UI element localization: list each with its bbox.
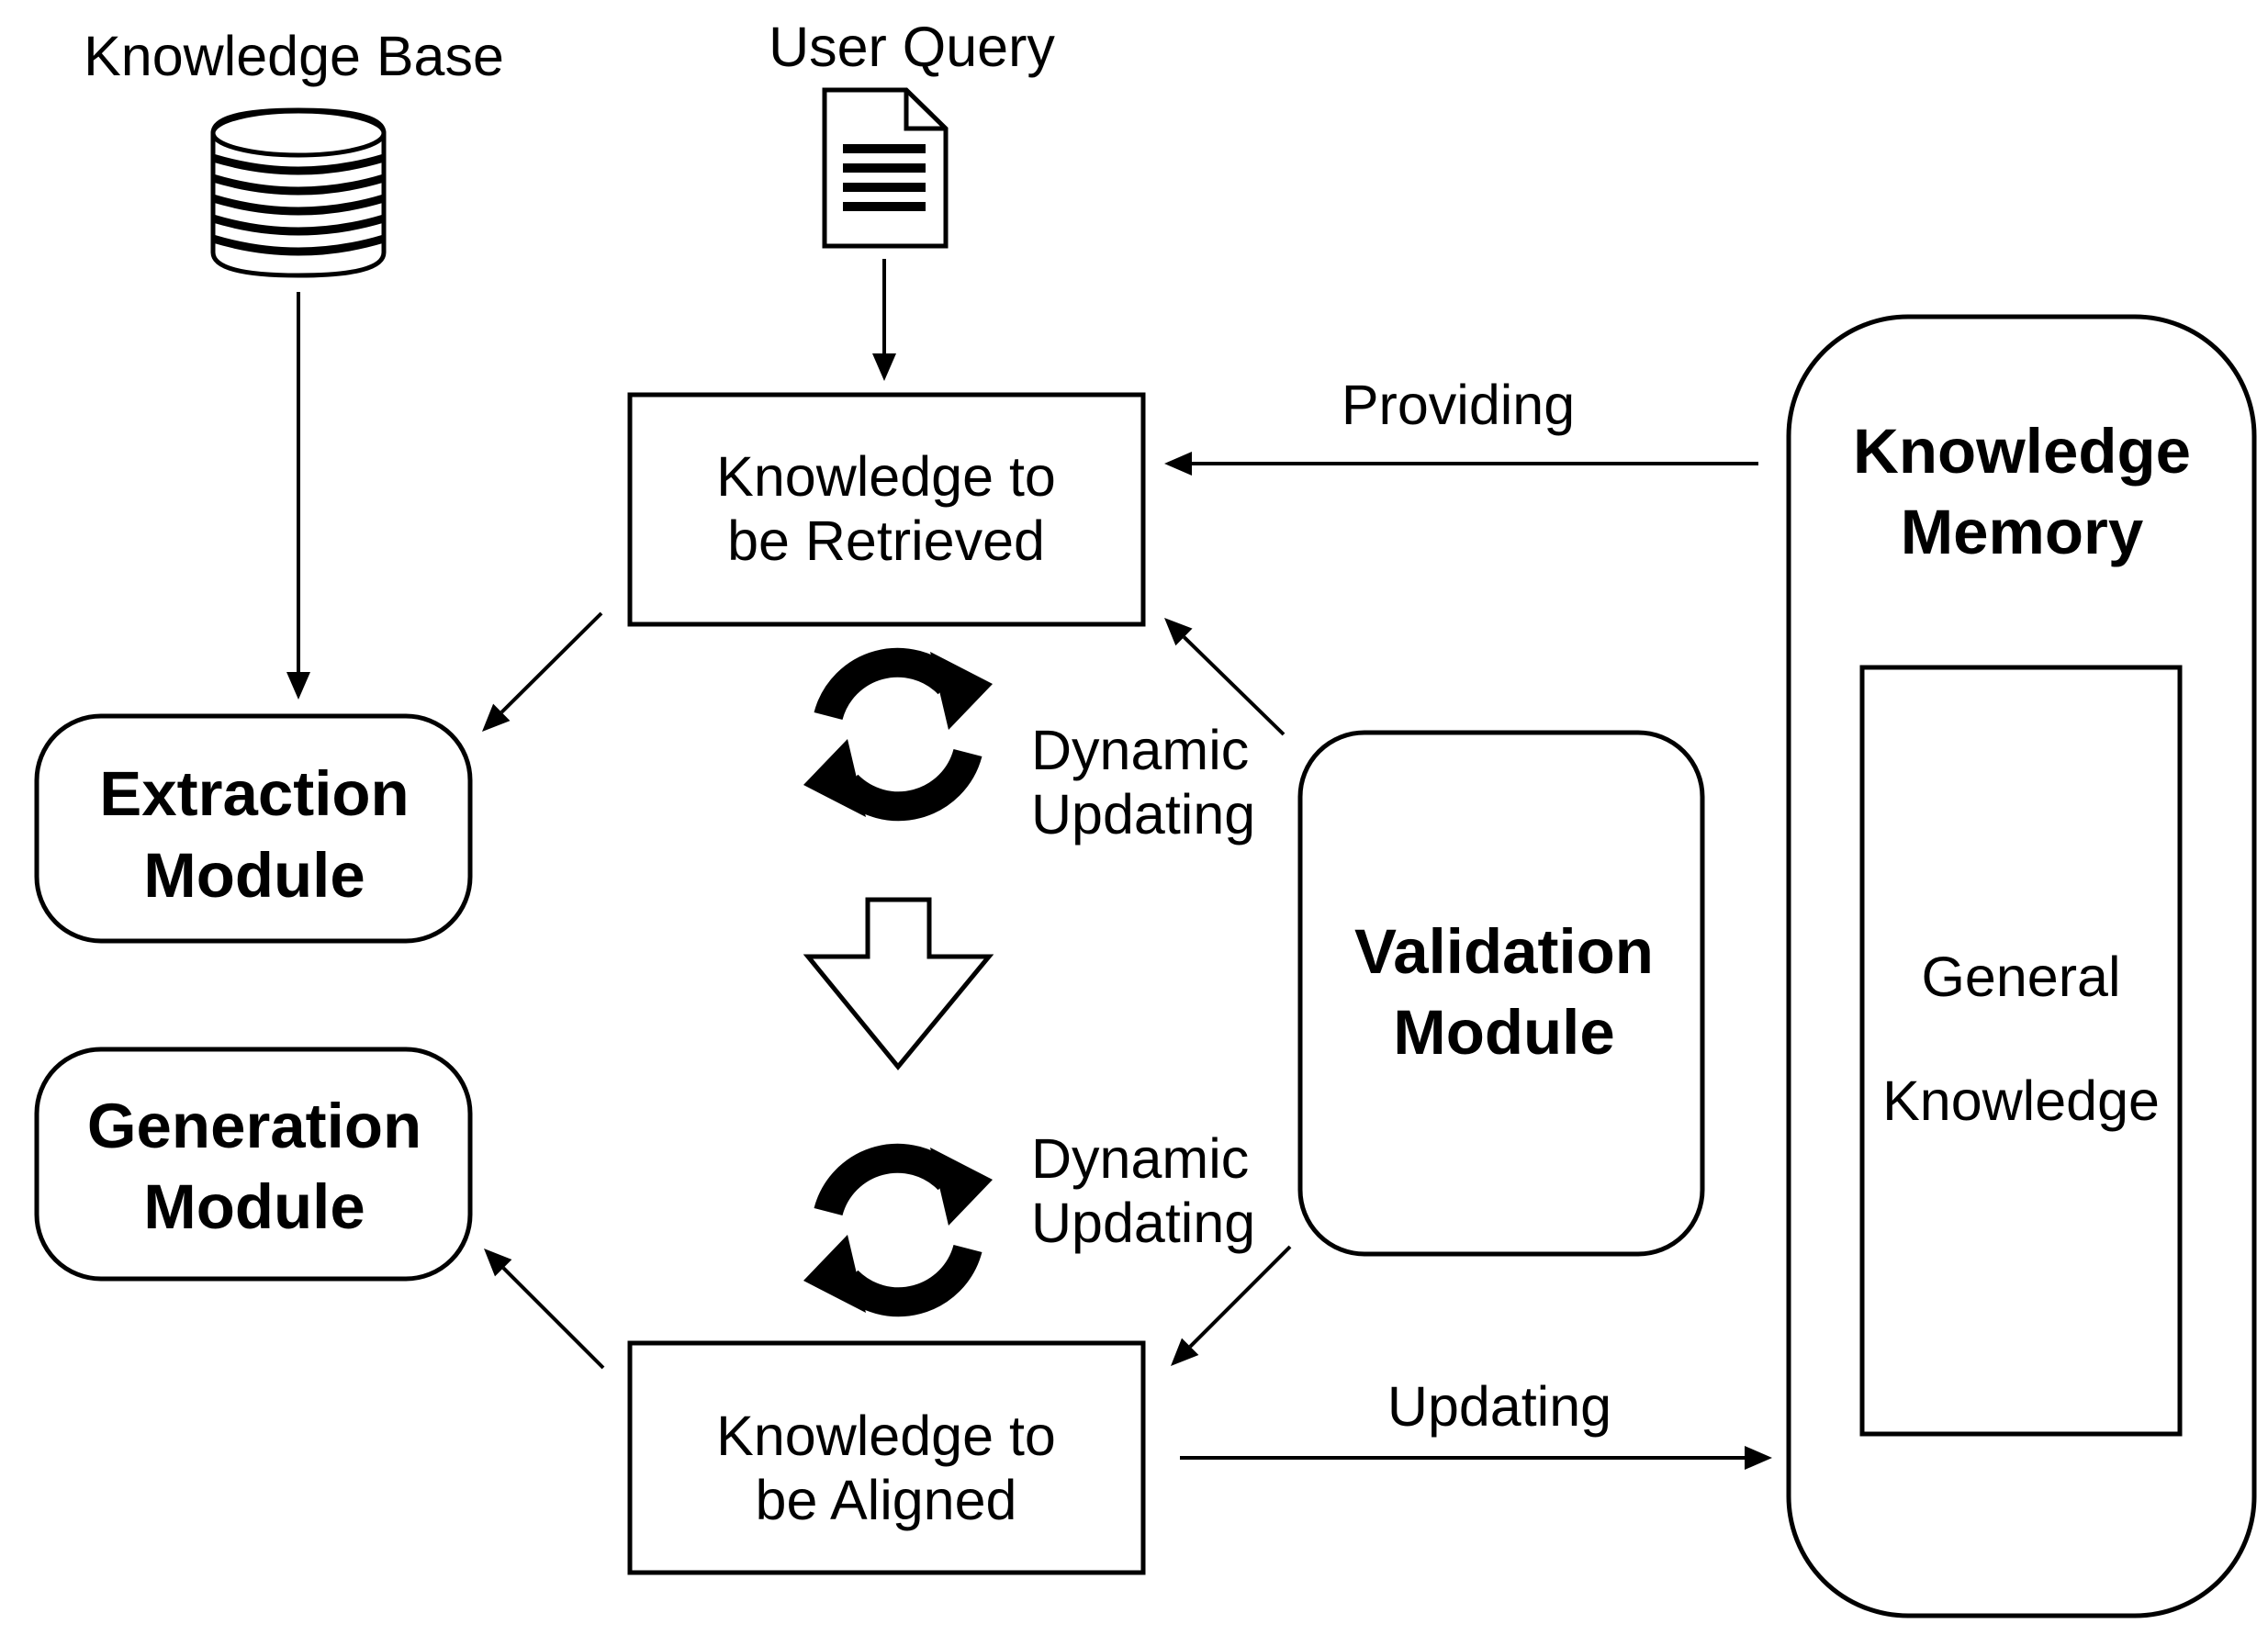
- aligned-to-generation-arrow: [484, 1249, 605, 1370]
- database-icon: [210, 107, 387, 278]
- memory-providing-arrow-head: [1164, 452, 1192, 476]
- validation-module-line-2: Module: [1393, 997, 1614, 1068]
- validation-to-retrieved-arrow-shaft: [1183, 635, 1286, 736]
- validation-to-retrieved-arrow-head: [1164, 618, 1193, 646]
- knowledge-memory: Knowledge Memory General Knowledge: [1786, 314, 2257, 1618]
- query-to-retrieved-arrow: [872, 259, 896, 381]
- dynamic-updating-bottom-line-1: Dynamic: [1031, 1127, 1249, 1190]
- retrieved-to-extraction-arrow: [482, 611, 603, 732]
- query-to-retrieved-arrow-head: [872, 353, 896, 381]
- generation-module: Generation Module: [34, 1047, 473, 1282]
- connectors: [286, 259, 1772, 1470]
- providing-label: Providing: [1342, 374, 1575, 436]
- kb-to-extraction-arrow: [286, 292, 310, 700]
- user-query-label: User Query: [769, 16, 1055, 78]
- retrieved-to-extraction-arrow-head: [482, 703, 511, 732]
- refresh-cycle-icon: [803, 1143, 993, 1317]
- updating-label: Updating: [1387, 1375, 1611, 1438]
- knowledge-base-label: Knowledge Base: [84, 25, 504, 87]
- kb-to-extraction-arrow-head: [286, 672, 310, 700]
- memory-providing-arrow: [1164, 452, 1758, 476]
- retrieved-line-2: be Retrieved: [727, 510, 1045, 572]
- generation-module-line-2: Module: [143, 1171, 365, 1242]
- validation-module-line-1: Validation: [1354, 916, 1654, 987]
- validation-to-aligned-arrow: [1171, 1245, 1292, 1366]
- retrieved-line-1: Knowledge to: [716, 445, 1056, 508]
- hollow-down-arrow-icon: [803, 897, 994, 1070]
- validation-module: Validation Module: [1297, 730, 1705, 1257]
- aligned-to-generation-arrow-head: [484, 1249, 512, 1277]
- general-knowledge-line-1: General: [1921, 946, 2120, 1008]
- generation-module-line-1: Generation: [87, 1091, 421, 1161]
- dynamic-updating-top-line-1: Dynamic: [1031, 719, 1249, 781]
- document-icon: [822, 87, 949, 249]
- dynamic-updating-bottom-line-2: Updating: [1031, 1192, 1255, 1254]
- aligned-line-1: Knowledge to: [716, 1405, 1056, 1467]
- knowledge-memory-line-1: Knowledge: [1853, 416, 2191, 487]
- aligned-updating-arrow-head: [1745, 1446, 1772, 1470]
- general-knowledge-line-2: Knowledge: [1882, 1069, 2160, 1132]
- knowledge-to-be-aligned-box: Knowledge to be Aligned: [627, 1340, 1146, 1575]
- knowledge-to-be-retrieved-box: Knowledge to be Retrieved: [627, 392, 1146, 627]
- validation-to-aligned-arrow-shaft: [1188, 1245, 1292, 1349]
- validation-to-retrieved-arrow: [1164, 618, 1286, 736]
- extraction-module-line-1: Extraction: [99, 758, 409, 829]
- aligned-to-generation-arrow-shaft: [501, 1266, 605, 1370]
- validation-to-aligned-arrow-head: [1171, 1338, 1199, 1366]
- knowledge-memory-line-2: Memory: [1901, 497, 2144, 567]
- dynamic-updating-top-line-2: Updating: [1031, 783, 1255, 845]
- extraction-module-line-2: Module: [143, 840, 365, 911]
- retrieved-to-extraction-arrow-shaft: [500, 611, 603, 714]
- aligned-line-2: be Aligned: [756, 1469, 1017, 1531]
- general-knowledge-box: General Knowledge: [1859, 665, 2183, 1437]
- aligned-updating-arrow: [1180, 1446, 1772, 1470]
- extraction-module: Extraction Module: [34, 713, 473, 944]
- refresh-cycle-icon: [803, 647, 993, 822]
